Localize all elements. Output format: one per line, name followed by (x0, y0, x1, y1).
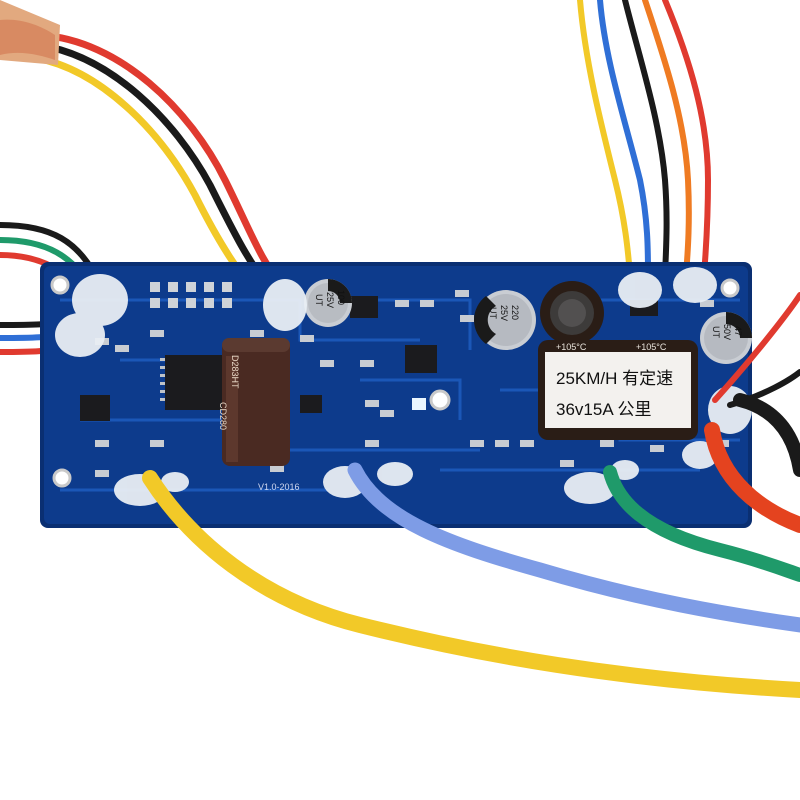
capacitor-220: 220 25V UT (474, 290, 536, 350)
header-pads (150, 282, 232, 308)
mount-hole (720, 278, 740, 298)
cap220-line1: 220 (510, 305, 520, 320)
heat-shrink-tip (0, 19, 55, 60)
led-indicator (412, 398, 426, 410)
inductor-round (540, 281, 604, 345)
right-wire-bundle (704, 292, 800, 533)
cap47-line3: UT (711, 326, 721, 338)
silkscreen-version: V1.0-2016 (258, 482, 300, 492)
cap220-line2: 25V (499, 305, 509, 321)
mount-hole (429, 389, 451, 411)
ic-chips (80, 296, 658, 421)
cap100-line2: 25V (325, 292, 335, 308)
mount-hole (50, 275, 70, 295)
capacitor-47: 47 50V UT (700, 312, 752, 364)
cap47-line1: 47 (733, 326, 743, 336)
cap100-line1: 100 (336, 290, 346, 305)
mount-hole (52, 468, 72, 488)
electrolytic-capacitor: D283HT CD280 (218, 338, 290, 466)
big-cap-text-2: CD280 (218, 402, 228, 430)
capacitor-100: 100 25V UT (304, 279, 352, 327)
big-cap-text-1: D283HT (230, 355, 240, 389)
cap47-line2: 50V (722, 324, 732, 340)
inductor-temp-left: +105°C (556, 342, 587, 352)
bottom-wire-bundle (142, 462, 800, 698)
power-inductor: +105°C +105°C 25KM/H 有定速 36v15A 公里 (538, 340, 698, 440)
cap220-line3: UT (488, 307, 498, 319)
cap100-line3: UT (314, 294, 324, 306)
top-right-wire-bundle (577, 0, 712, 278)
inductor-label-line1: 25KM/H 有定速 (556, 369, 673, 388)
inductor-temp-right: +105°C (636, 342, 667, 352)
inductor-label-line2: 36v15A 公里 (556, 400, 651, 419)
